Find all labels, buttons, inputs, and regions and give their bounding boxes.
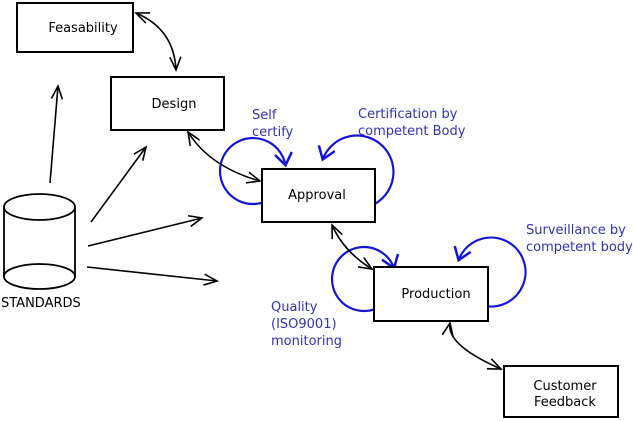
standards-cylinder [3,193,76,290]
customer-feedback-node [503,365,619,418]
design-node [110,76,225,131]
quality-monitoring-label-line2: (ISO9001) [271,317,337,332]
certification-label-line1: Certification by [358,107,458,122]
arrow-standards-to-production [86,266,220,286]
self-certify-label-line2: certify [252,125,294,140]
design-label: Design [152,97,197,112]
quality-monitoring-loop [330,245,400,313]
production-label: Production [401,287,470,302]
feasability-node [16,2,134,53]
quality-monitoring-label-line3: monitoring [271,334,342,349]
feasability-label: Feasability [48,21,118,36]
arrow-standards-to-design [90,145,148,223]
customer-feedback-label-line1: Customer [533,379,597,394]
arrow-feasability-design [134,12,182,73]
arrow-standards-to-feasability [49,83,64,184]
production-node [373,266,489,322]
certification-loop [317,134,395,209]
arrow-standards-to-approval [87,214,204,247]
arrow-approval-production [331,223,374,271]
approval-node [261,168,376,223]
customer-feedback-label-line2: Feedback [534,395,596,410]
surveillance-label-line1: Surveillance by [526,223,626,238]
quality-monitoring-label-line1: Quality [271,300,318,315]
cylinder-bottom [3,263,76,290]
arrow-design-approval [186,130,262,184]
self-certify-label-line1: Self [252,108,277,123]
certification-label-line2: competent Body [358,124,466,139]
surveillance-loop [453,236,527,308]
approval-label: Approval [288,188,346,203]
cylinder-top [3,193,76,221]
surveillance-label-line2: competent body [526,240,633,255]
arrow-production-customer-feedback [441,320,503,370]
standards-label: STANDARDS [1,296,81,311]
